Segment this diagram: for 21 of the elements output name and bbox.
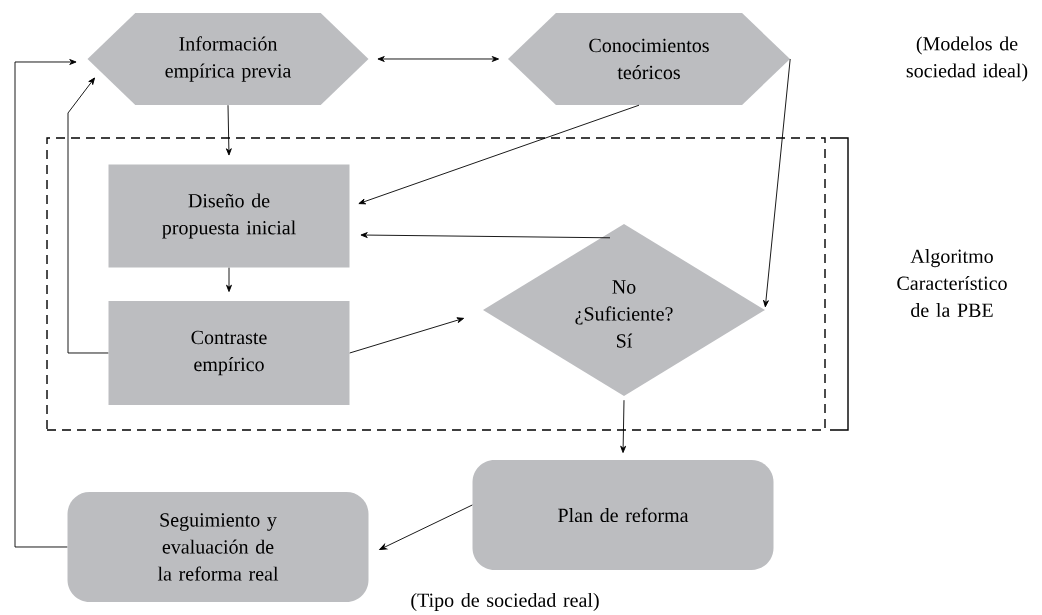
note-text: (Tipo de sociedad real) [411, 592, 599, 612]
rounded-box: Seguimiento y evaluación de la reforma real [67, 492, 369, 602]
arrow [377, 56, 499, 62]
note-text: (Modelos de sociedad ideal) [906, 36, 1028, 82]
hexagon: Información empírica previa [87, 13, 369, 105]
process-box: Contraste empírico [108, 301, 350, 405]
arrow [379, 504, 473, 550]
hexagon: Conocimientos teóricos [508, 13, 790, 105]
arrow [763, 58, 791, 308]
arrow [14, 59, 77, 548]
arrow [360, 232, 611, 239]
arrow [620, 399, 627, 453]
note-text: Algoritmo Característico de la PBE [897, 248, 1007, 317]
arrow [67, 77, 109, 354]
arrow [226, 267, 232, 292]
process-box: Diseño de propuesta inicial [108, 164, 350, 268]
arrow [349, 317, 465, 354]
arrow [225, 104, 232, 156]
dashed-frame [46, 137, 826, 431]
arrow [358, 104, 640, 205]
rounded-box: Plan de reforma [472, 460, 774, 570]
